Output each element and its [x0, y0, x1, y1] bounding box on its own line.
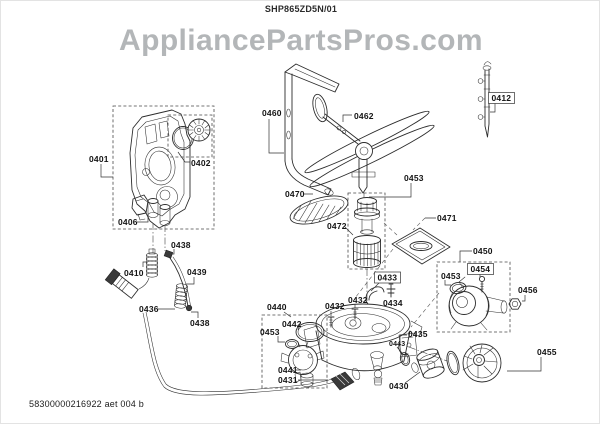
pin-0434: [386, 283, 396, 298]
alignment-dashes: [354, 222, 440, 328]
center-axes: [363, 193, 448, 362]
part-label-0402: 0402: [191, 158, 211, 168]
circulation-pump-box-drawing: [436, 261, 511, 333]
leader-dashed-segment: [412, 217, 426, 231]
part-label-0401: 0401: [89, 154, 109, 164]
part-label-0441: 0441: [278, 365, 298, 375]
cap-spokes: [187, 119, 211, 141]
part-label-0440: 0440: [267, 302, 287, 312]
part-label-0471: 0471: [437, 213, 457, 223]
part-label-0433: 0433: [378, 273, 398, 283]
ring-0443: [399, 352, 411, 366]
spray-arm-shaft-drawing: [312, 93, 361, 145]
clip-0433: [365, 286, 385, 305]
part-label-0456: 0456: [518, 285, 538, 295]
part-label-0470: 0470: [285, 189, 305, 199]
seal-0453-pump: [449, 281, 467, 295]
sieve-plate-drawing: [391, 227, 451, 265]
mounting-plate-assembly-drawing: [112, 105, 215, 230]
part-label-0438-b: 0438: [190, 318, 210, 328]
part-label-0472: 0472: [327, 221, 347, 231]
heat-pump-box-drawing: [261, 314, 328, 389]
nut-0456: [508, 298, 522, 310]
screw-0454: [478, 275, 486, 293]
document-code: 58300000216922 aet 004 b: [29, 399, 144, 409]
watermark: AppliancePartsPros.com: [119, 24, 483, 57]
part-label-0430: 0430: [389, 381, 409, 391]
part-label-0412: 0412: [492, 93, 512, 103]
part-label-0454: 0454: [471, 264, 491, 274]
fastening-bracket-part: [131, 194, 149, 221]
label-box-0433: [374, 271, 401, 284]
label-leader-lines: [100, 102, 542, 384]
plug-0431: [330, 367, 361, 391]
label-box-0412: [488, 92, 515, 104]
o-ring-and-cap-drawing: [167, 114, 213, 158]
part-label-0462: 0462: [354, 111, 374, 121]
part-label-0453-a: 0453: [404, 173, 424, 183]
part-label-0453-b: 0453: [260, 327, 280, 337]
part-label-0432-a: 0432: [325, 301, 345, 311]
part-label-0410: 0410: [124, 268, 144, 278]
part-label-0460: 0460: [262, 108, 282, 118]
part-label-0438-a: 0438: [171, 240, 191, 250]
part-label-0436: 0436: [139, 304, 159, 314]
part-label-0434: 0434: [383, 298, 403, 308]
part-label-0432-b: 0432: [348, 295, 368, 305]
part-label-0435: 0435: [408, 329, 428, 339]
screw-0432-right: [351, 308, 359, 320]
hose-elbow-fitting: [104, 268, 139, 299]
drain-hose-curve-2: [145, 311, 333, 393]
screw-0432-left: [327, 316, 335, 328]
label-box-0454: [467, 263, 494, 275]
part-label-0439: 0439: [187, 267, 207, 277]
filter-unit-drawing: [347, 192, 386, 270]
sump-assembly-drawing: [303, 283, 423, 391]
coupling-0410: [146, 248, 158, 278]
part-label-0455: 0455: [537, 347, 557, 357]
part-label-0406: 0406: [118, 217, 138, 227]
part-label-0450: 0450: [473, 246, 493, 256]
part-label-0431: 0431: [278, 375, 298, 385]
impeller-parts-drawing: [398, 341, 502, 383]
part-label-0453-c: 0453: [441, 271, 461, 281]
part-label-0443: 0443: [389, 341, 405, 348]
o-ring-0455: [446, 350, 460, 376]
supply-pipe-drawing: [284, 63, 340, 196]
valve-body-0430: [411, 348, 445, 379]
spray-arm-drawing: [304, 110, 435, 194]
part-label-0442: 0442: [282, 319, 302, 329]
spray-plate-drawing: [289, 195, 349, 227]
panel-outlet-ports: [147, 198, 171, 226]
impeller-0455: [462, 343, 502, 383]
model-number: SHP865ZD5N/01: [265, 4, 337, 14]
water-pipe-0439: [163, 249, 193, 312]
